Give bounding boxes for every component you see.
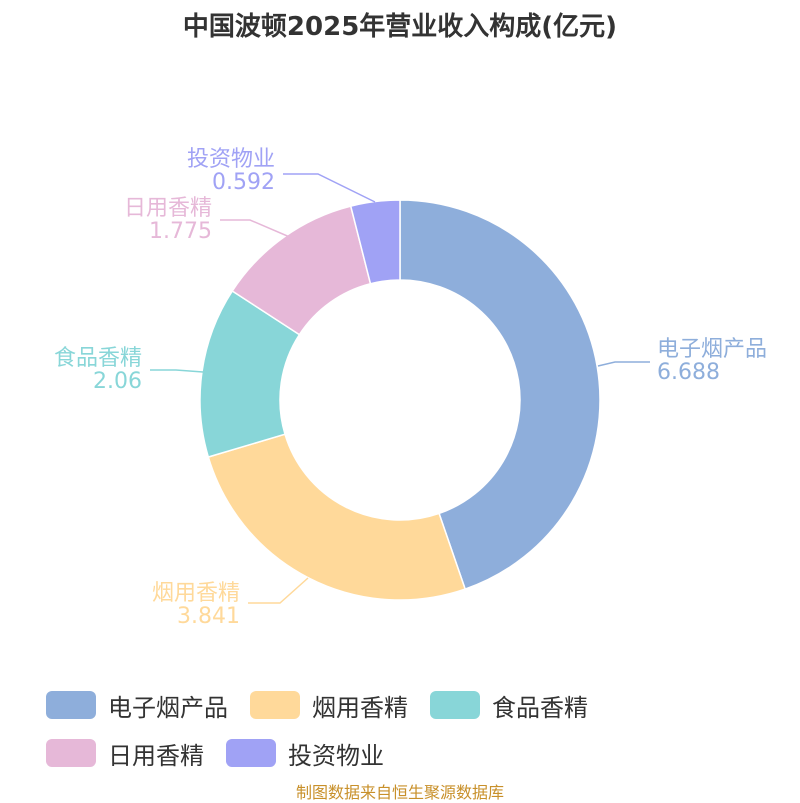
legend-item[interactable]: 投资物业 bbox=[226, 738, 384, 770]
slice-category-label: 电子烟产品 bbox=[657, 337, 767, 362]
slice-value-label: 2.06 bbox=[93, 369, 142, 394]
legend-item[interactable]: 食品香精 bbox=[430, 690, 588, 722]
donut-slice-1[interactable] bbox=[399, 199, 601, 591]
donut-slice-2[interactable] bbox=[207, 433, 467, 601]
legend-label: 电子烟产品 bbox=[108, 693, 228, 722]
chart-title: 中国波顿2025年营业收入构成(亿元) bbox=[182, 12, 618, 42]
source-footer: 制图数据来自恒生聚源数据库 bbox=[295, 783, 504, 802]
legend-swatch bbox=[46, 739, 96, 767]
slice-category-label: 投资物业 bbox=[187, 147, 275, 172]
legend-label: 食品香精 bbox=[492, 693, 588, 722]
label-leader-line bbox=[150, 369, 204, 373]
label-leader-line bbox=[220, 219, 293, 239]
legend-label: 烟用香精 bbox=[312, 693, 408, 722]
slice-value-label: 1.775 bbox=[149, 219, 212, 244]
legend-label: 日用香精 bbox=[108, 741, 204, 770]
slice-value-label: 6.688 bbox=[657, 360, 720, 385]
legend: 电子烟产品 烟用香精 食品香精日用香精 投资物业 bbox=[46, 690, 786, 770]
slice-category-label: 食品香精 bbox=[54, 346, 142, 371]
slice-value-label: 0.592 bbox=[212, 170, 275, 195]
legend-item[interactable]: 烟用香精 bbox=[250, 690, 408, 722]
label-leader-line bbox=[597, 361, 650, 367]
legend-swatch bbox=[430, 691, 480, 719]
label-leader-line bbox=[283, 173, 376, 203]
legend-swatch bbox=[46, 691, 96, 719]
slice-category-label: 日用香精 bbox=[124, 196, 212, 221]
legend-swatch bbox=[250, 691, 300, 719]
legend-swatch bbox=[226, 739, 276, 767]
legend-label: 投资物业 bbox=[288, 741, 384, 770]
slice-category-label: 烟用香精 bbox=[152, 581, 240, 606]
label-leader-line bbox=[248, 577, 309, 604]
legend-item[interactable]: 日用香精 bbox=[46, 738, 204, 770]
donut-slice-5[interactable] bbox=[349, 199, 401, 285]
slice-value-label: 3.841 bbox=[177, 604, 240, 629]
legend-item[interactable]: 电子烟产品 bbox=[46, 690, 228, 722]
